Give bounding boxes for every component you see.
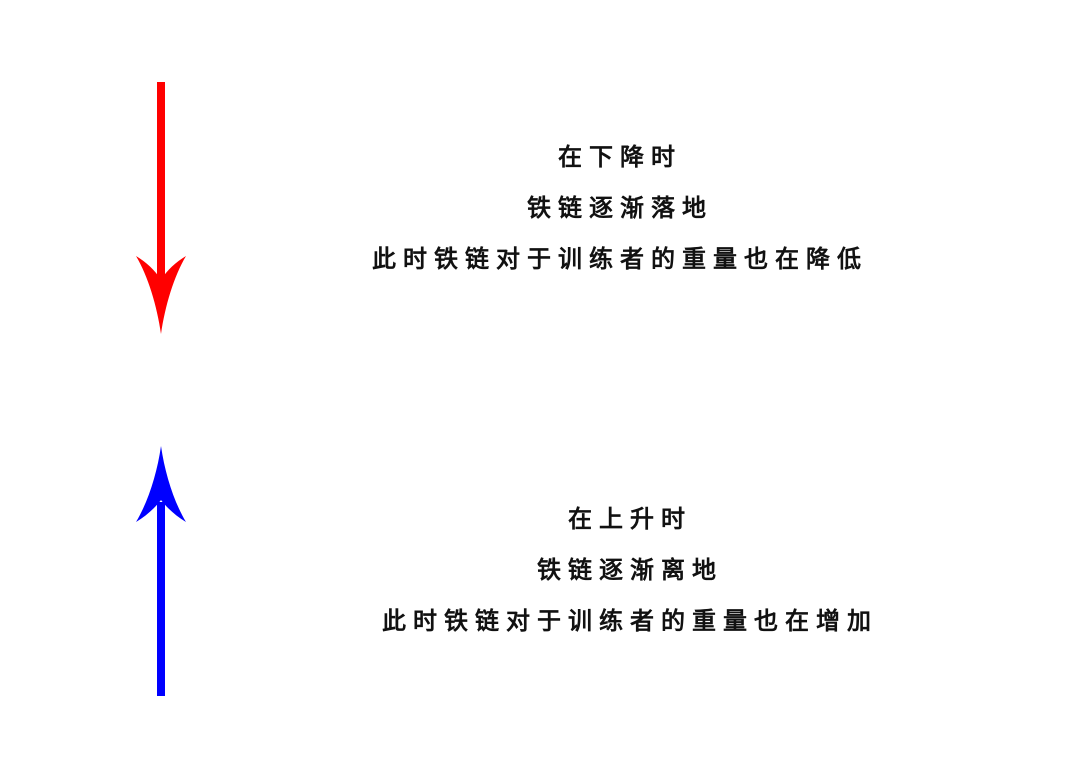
- ascending-description: 此时铁链对于训练者的重量也在增加: [382, 607, 878, 635]
- ascending-title: 在上升时: [568, 505, 692, 533]
- down-arrow-head: [136, 256, 186, 334]
- descending-description: 此时铁链对于训练者的重量也在降低: [372, 245, 868, 273]
- descending-subtitle: 铁链逐渐落地: [527, 194, 713, 222]
- up-arrow-head: [136, 446, 186, 522]
- ascending-text-block: 在上升时 铁链逐渐离地 此时铁链对于训练者的重量也在增加: [340, 494, 920, 647]
- down-arrow-icon: [136, 82, 186, 334]
- descending-title: 在下降时: [558, 143, 682, 171]
- up-arrow-icon: [136, 446, 186, 696]
- down-arrow-shaft: [157, 82, 165, 282]
- ascending-subtitle: 铁链逐渐离地: [537, 556, 723, 584]
- descending-text-block: 在下降时 铁链逐渐落地 此时铁链对于训练者的重量也在降低: [330, 132, 910, 285]
- up-arrow-shaft: [157, 502, 165, 696]
